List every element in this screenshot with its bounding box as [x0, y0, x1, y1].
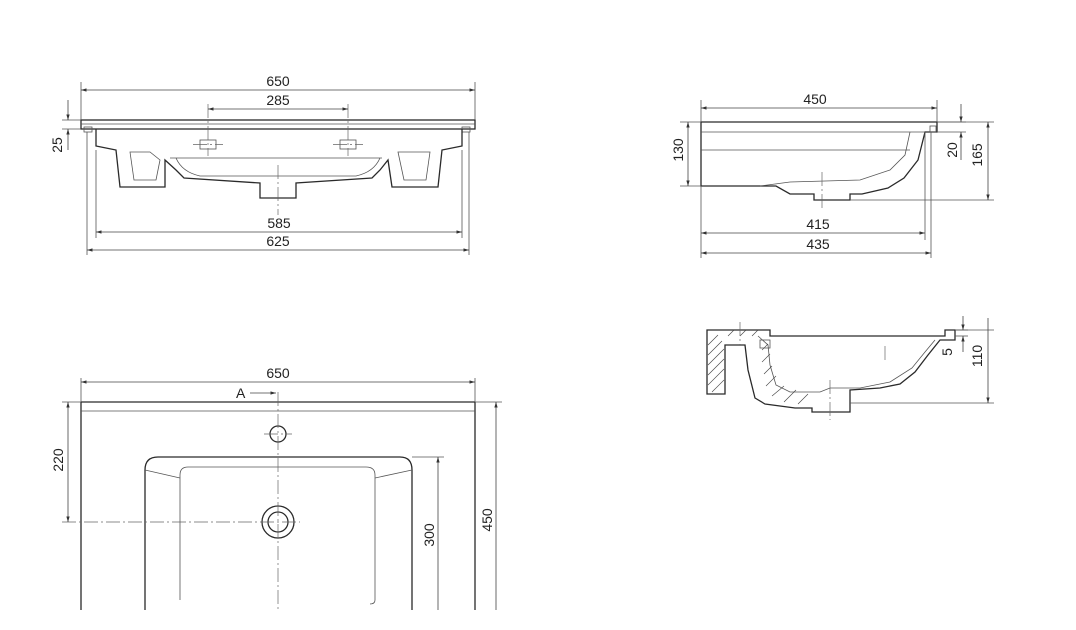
base-width-label: 625	[266, 233, 290, 249]
top-depth-label: 450	[479, 508, 495, 532]
side-height-label: 130	[670, 138, 686, 162]
tap-offset-label: 220	[50, 448, 66, 472]
section-rim-label: 5	[939, 348, 955, 356]
bowl-width-label: 585	[267, 215, 291, 231]
tap-spacing-label: 285	[266, 92, 290, 108]
side-rim-label: 20	[944, 142, 960, 158]
side-depth-label: 450	[803, 91, 827, 107]
section-hatching	[707, 329, 809, 405]
side-view: 450 130 20 165 415 435	[670, 91, 994, 258]
side-total-height-label: 165	[969, 143, 985, 167]
front-width-label: 650	[266, 73, 290, 89]
tap-hole-left-icon	[193, 104, 223, 156]
bowl-length-label: 300	[421, 523, 437, 547]
section-height-label: 110	[969, 345, 985, 368]
front-view: 650 285 25 585 625	[49, 73, 476, 255]
side-bowl-depth-label: 415	[806, 216, 830, 232]
top-width-label: 650	[266, 365, 290, 381]
section-marker-label: A	[236, 385, 246, 401]
tap-hole-right-icon	[333, 104, 363, 156]
section-view: 5 110	[706, 316, 994, 420]
rim-height-label: 25	[49, 137, 65, 153]
top-view: A 650 220 300 450	[50, 365, 502, 610]
side-base-depth-label: 435	[806, 236, 830, 252]
